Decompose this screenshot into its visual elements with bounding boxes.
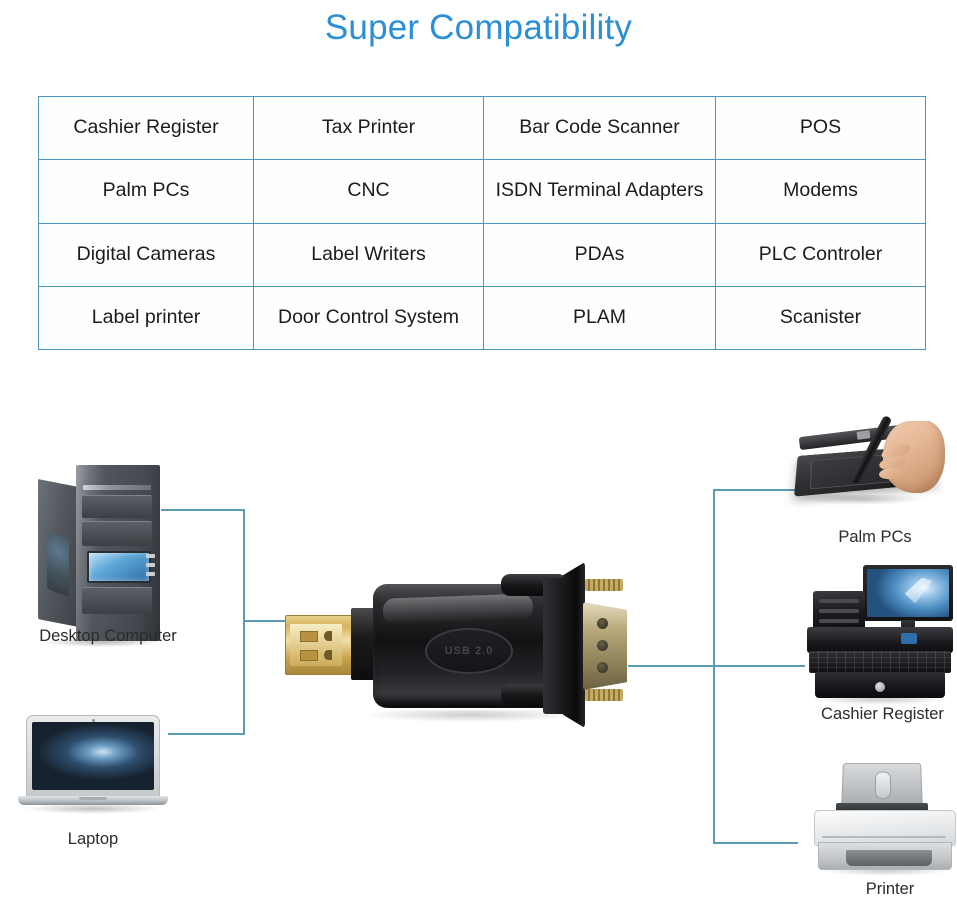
printer-shadow [820,867,952,876]
adapter-logo-text: USB 2.0 [444,645,494,657]
adapter-highlight [382,593,534,625]
tower-port-row [83,485,151,490]
usb-to-serial-adapter-image: USB 2.0 [285,560,627,730]
adapter-embossed-logo: USB 2.0 [425,628,513,674]
laptop-base [18,796,168,805]
table-cell: Digital Cameras [38,222,254,287]
label-laptop: Laptop [67,830,119,848]
connector-left-top [161,509,245,511]
table-cell: PDAs [483,222,716,287]
table-cell: CNC [253,159,484,224]
label-cashier-register: Cashier Register [821,705,944,723]
tower-drive-bay [82,521,152,546]
connector-right-top [713,489,795,491]
table-cell: Door Control System [253,285,484,351]
receipt-printer-icon [813,591,865,631]
tower-front-panel [76,465,160,641]
laptop-lid [26,715,160,797]
printer-image [812,762,957,877]
table-row: Cashier Register Tax Printer Bar Code Sc… [38,95,926,161]
printer-output-tray [846,850,932,866]
table-cell: PLC Controler [715,222,926,287]
usb-hole [324,631,332,641]
table-cell: Modems [715,159,926,224]
laptop-camera-icon [91,719,95,722]
connector-left-to-adapter [243,620,287,622]
laptop-shadow [24,805,162,814]
tower-lcd-display [87,551,151,583]
db9-screw-thread-bottom [585,689,623,701]
table-cell: ISDN Terminal Adapters [483,159,716,224]
table-cell: PLAM [483,285,716,351]
db9-screw-thread-top [585,579,623,591]
printer-feed-bar [836,803,928,813]
tablet-badge [856,430,871,440]
table-row: Palm PCs CNC ISDN Terminal Adapters Mode… [38,159,926,224]
table-cell: Palm PCs [38,159,254,224]
table-cell: Label Writers [253,222,484,287]
table-cell: Tax Printer [253,95,484,161]
page-title: Super Compatibility [324,8,633,47]
connector-left-bottom [168,733,245,735]
desktop-computer-image [38,465,166,647]
laptop-screen [32,722,154,790]
tower-drive-bay [82,495,152,518]
pos-keyboard-icon [809,651,951,673]
usb-pin [300,631,318,642]
tower-side-panel [38,479,78,627]
usb-hole [324,650,332,660]
connection-diagram: Desktop Computer Laptop USB 2.0 [0,380,957,916]
connector-right-middle [690,665,805,667]
palm-pcs-image [794,414,950,510]
pos-base-unit [807,627,953,653]
pos-monitor-icon [863,565,953,621]
label-palm-pcs: Palm PCs [838,528,912,546]
connector-right-bottom [713,842,798,844]
connector-adapter-to-right [628,665,714,667]
table-row: Label printer Door Control System PLAM S… [38,285,926,351]
table-cell: POS [715,95,926,161]
laptop-image [18,715,168,815]
tower-lower-bay [82,587,152,614]
pos-shadow [813,696,947,705]
printer-scanner-lid [814,810,956,846]
tower-shadow [44,637,160,647]
usb-contact-block [290,624,342,666]
table-row: Digital Cameras Label Writers PDAs PLC C… [38,222,926,287]
compatibility-table: Cashier Register Tax Printer Bar Code Sc… [38,95,926,351]
table-cell: Label printer [38,285,254,351]
printer-lid-seam [822,836,946,838]
usb-a-connector-icon [285,615,359,675]
table-cell: Scanister [715,285,926,351]
tower-side-vent [47,530,69,598]
adapter-shadow [365,710,575,722]
tower-buttons [146,551,155,579]
laptop-notch [79,797,107,800]
usb-pin [300,650,318,661]
table-cell: Bar Code Scanner [483,95,716,161]
cashier-register-image [805,565,955,705]
tablet-shadow [799,495,925,505]
table-cell: Cashier Register [38,95,254,161]
db9-flange [563,562,585,728]
pos-logo-badge [901,633,917,644]
printer-tray-slot [874,771,892,799]
cash-drawer-lock-icon [875,682,885,692]
db9-male-connector-icon [583,602,627,690]
pos-screen [867,569,949,617]
label-desktop-computer: Desktop Computer [39,627,177,645]
label-printer: Printer [865,880,915,898]
connector-left-vertical [243,509,245,735]
